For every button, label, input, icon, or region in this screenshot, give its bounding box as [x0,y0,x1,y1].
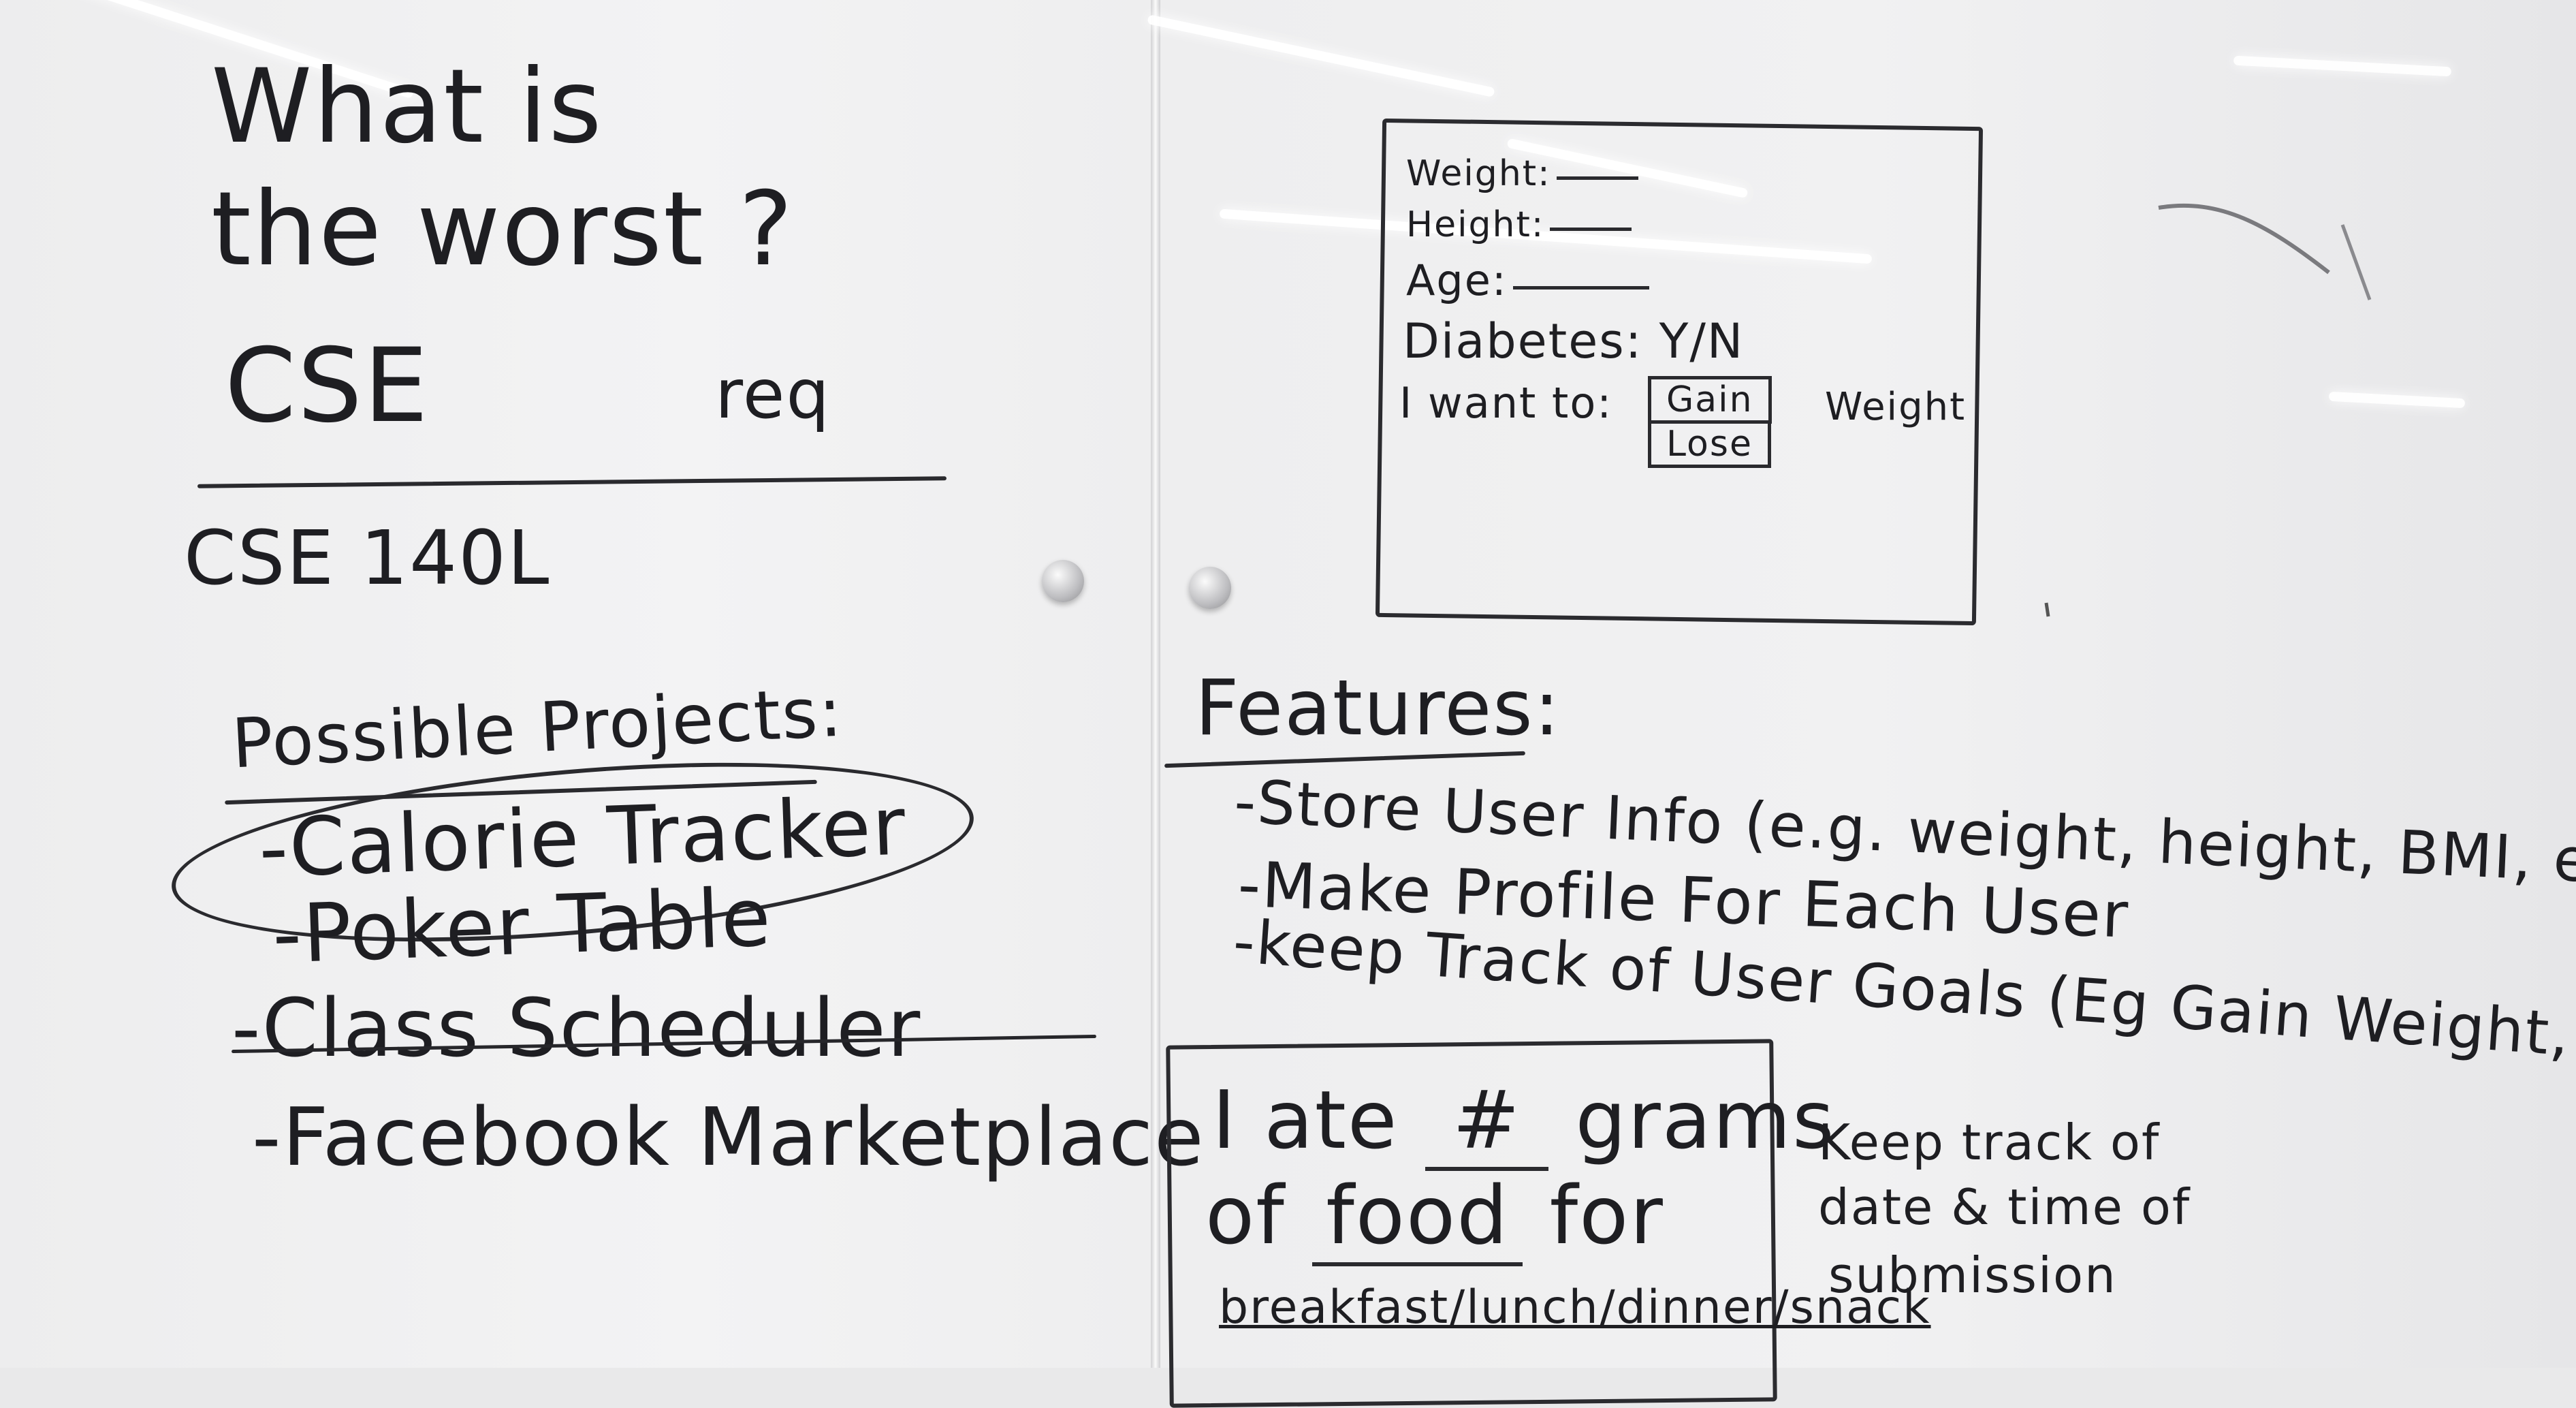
features-heading: Features: [1195,664,1561,753]
panel-seam [1151,0,1160,1368]
food-log-line-2: of food for [1205,1168,1664,1266]
question-line-2: the worst ? [211,170,795,289]
magnet [1189,567,1231,609]
stray-marks [2044,203,2372,617]
form-field-weight: Weight: [1406,153,1638,194]
project-item: -Facebook Marketplace [252,1090,1205,1184]
answer-text: CSE 140L [184,514,551,601]
form-goal-suffix: Weight [1825,385,1967,429]
question-line-3b: req [715,354,831,434]
project-item: -Class Scheduler [232,981,922,1075]
side-note-line-2: date & time of [1818,1178,2191,1236]
form-field-height: Height: [1406,204,1632,245]
question-line-3a: CSE [225,327,430,445]
form-field-diabetes: Diabetes: Y/N [1403,313,1745,369]
magnet [1042,560,1084,602]
question-line-1: What is [211,48,603,166]
form-goal-option-lose: Lose [1648,420,1771,468]
whiteboard-left-panel [0,0,1151,1368]
stray-mark [2340,224,2372,300]
form-goal-prefix: I want to: [1399,378,1613,428]
stray-mark [2158,203,2330,275]
form-field-age: Age: [1406,255,1649,305]
stray-mark [2044,602,2050,617]
side-note-line-1: Keep track of [1818,1114,2161,1171]
side-note-line-3: submission [1828,1247,2117,1304]
food-log-line-1: I ate # grams [1212,1073,1836,1171]
food-log-line-3: breakfast/lunch/dinner/snack [1219,1281,1931,1334]
